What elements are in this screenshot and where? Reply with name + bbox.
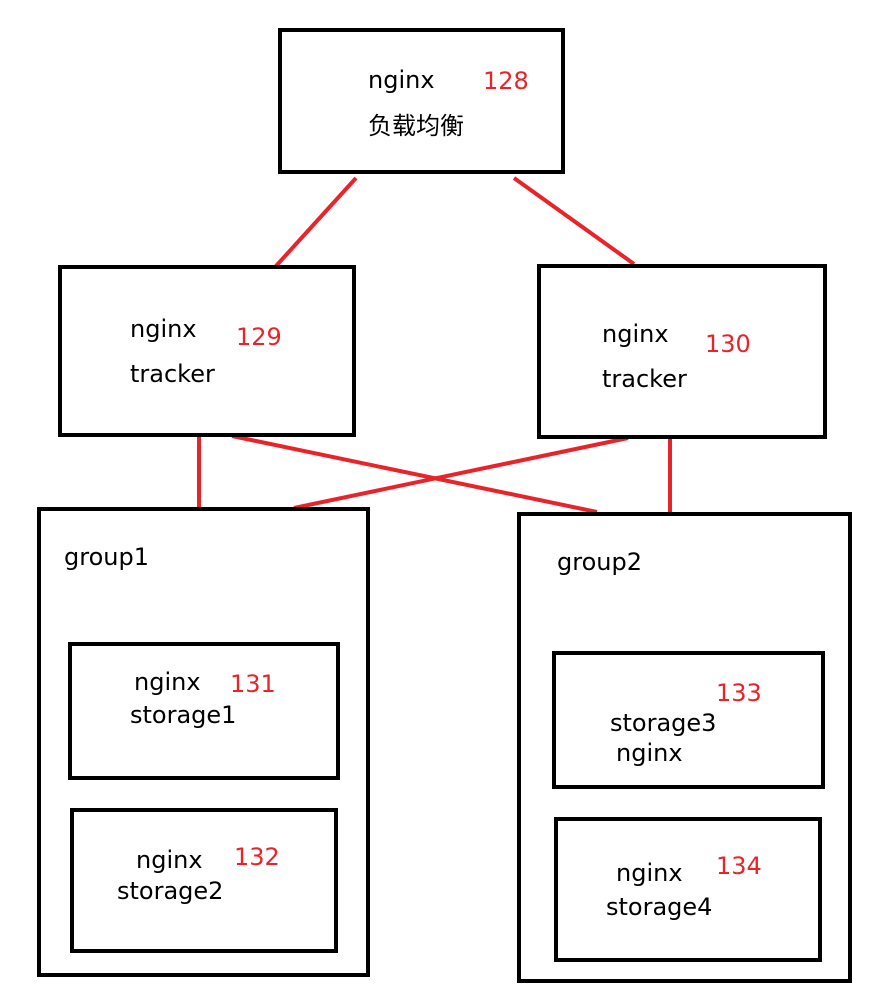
tracker-box-right: nginx 130 tracker	[537, 264, 827, 439]
node-name: nginx	[130, 315, 197, 343]
storage-box-133: 133 storage3 nginx	[552, 651, 825, 789]
node-name: nginx	[616, 739, 683, 767]
node-id: 129	[236, 323, 282, 351]
node-id: 131	[230, 670, 276, 698]
node-name: nginx	[134, 668, 201, 696]
load-balancer-box: nginx 128 负载均衡	[278, 28, 565, 174]
node-role: tracker	[602, 365, 687, 393]
node-id: 134	[716, 852, 762, 880]
link-lb-to-tracker-left	[274, 176, 358, 268]
storage-box-134: nginx 134 storage4	[554, 817, 822, 962]
node-role: storage2	[117, 877, 224, 905]
storage-box-131: nginx 131 storage1	[68, 642, 340, 780]
tracker-box-left: nginx 129 tracker	[58, 265, 356, 437]
node-id: 132	[234, 843, 280, 871]
node-id: 130	[705, 330, 751, 358]
node-role: storage3	[610, 709, 717, 737]
group-label: group2	[557, 548, 642, 576]
node-name: nginx	[368, 66, 435, 94]
group2-box: group2 133 storage3 nginx nginx 134 stor…	[517, 512, 852, 983]
node-name: nginx	[616, 859, 683, 887]
link-tracker-left-to-group2	[231, 434, 598, 514]
node-role: tracker	[130, 360, 215, 388]
group1-box: group1 nginx 131 storage1 nginx 132 stor…	[37, 507, 370, 977]
node-role: 负载均衡	[368, 112, 464, 140]
node-id: 133	[716, 679, 762, 707]
node-id: 128	[483, 67, 529, 95]
node-name: nginx	[136, 846, 203, 874]
group-label: group1	[64, 543, 149, 571]
node-role: storage1	[130, 701, 237, 729]
link-lb-to-tracker-right	[512, 176, 636, 266]
storage-box-132: nginx 132 storage2	[70, 808, 338, 953]
node-name: nginx	[602, 320, 669, 348]
node-role: storage4	[606, 893, 713, 921]
link-tracker-right-to-group1	[293, 436, 629, 510]
